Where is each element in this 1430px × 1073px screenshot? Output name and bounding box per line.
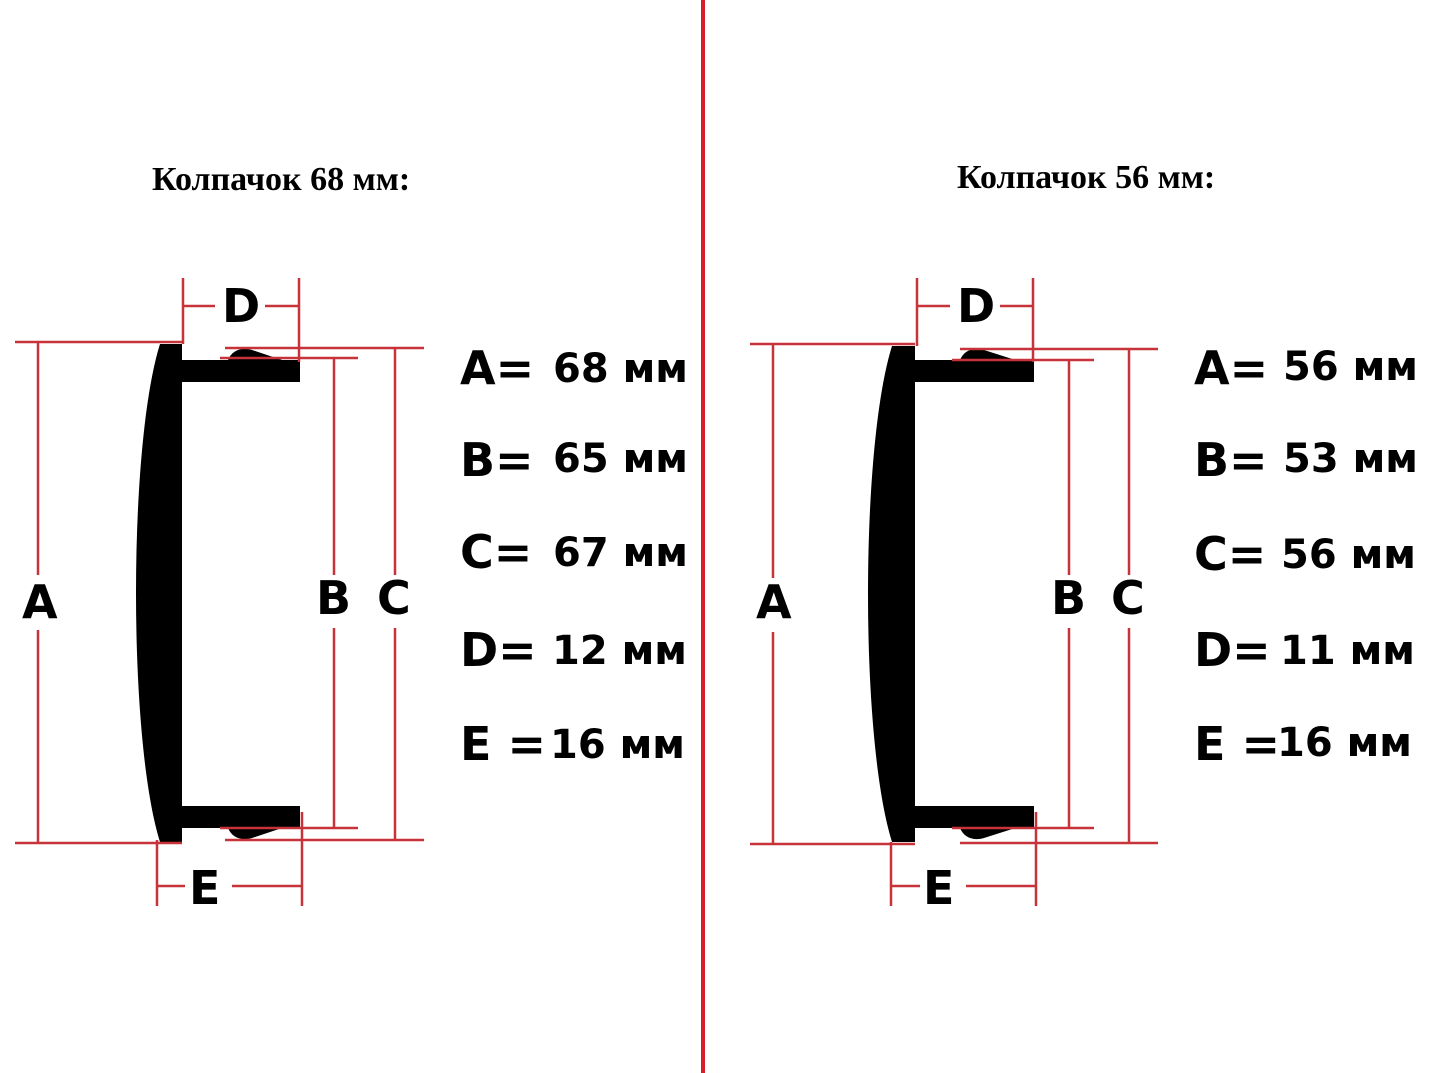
cap-56-spec-key: B= [1194, 433, 1268, 487]
cap-56-spec-value: 16 мм [1277, 720, 1412, 766]
cap-68-spec-value: 16 мм [550, 722, 685, 768]
cap-56-spec-key: E = [1194, 717, 1280, 771]
cap-56-spec-list: A= 56 мм B= 53 мм C= 56 мм D= 11 мм E = … [1194, 341, 1418, 771]
cap-68-panel: Колпачок 68 мм: [15, 161, 688, 915]
cap-68-bottom-clip [228, 814, 300, 840]
cap-56-spec-value: 56 мм [1283, 344, 1418, 390]
cap-56-label-e: E [923, 861, 954, 915]
cap-68-spec-value: 65 мм [553, 436, 688, 482]
cap-68-spec-key: C= [460, 525, 532, 579]
cap-56-label-a: A [756, 575, 792, 629]
cap-68-spec-key: A= [460, 341, 534, 395]
cap-56-panel: Колпачок 56 мм: [750, 159, 1418, 915]
cap-68-dimension-lines [15, 278, 424, 906]
cap-68-top-clip [228, 348, 300, 374]
cap-68-label-a: A [22, 575, 58, 629]
cap-68-profile [136, 344, 300, 842]
cap-68-label-e: E [189, 861, 220, 915]
cap-56-title: Колпачок 56 мм: [957, 159, 1215, 196]
cap-68-face [136, 344, 182, 842]
cap-56-spec-key: A= [1194, 341, 1268, 395]
cap-68-spec-key: E = [460, 717, 546, 771]
cap-68-spec-value: 12 мм [552, 628, 687, 674]
cap-56-dimension-lines [750, 278, 1158, 906]
cap-56-spec-key: D= [1194, 623, 1271, 677]
cap-68-label-c: C [377, 571, 411, 625]
cap-56-label-d: D [957, 279, 995, 333]
cap-56-label-c: C [1111, 571, 1145, 625]
cap-56-top-clip [960, 348, 1034, 374]
cap-68-label-b: B [316, 571, 351, 625]
cap-56-spec-key: C= [1194, 527, 1266, 581]
cap-56-spec-value: 56 мм [1281, 532, 1416, 578]
cap-68-label-d: D [222, 279, 260, 333]
cap-68-spec-value: 67 мм [553, 530, 688, 576]
cap-68-title: Колпачок 68 мм: [152, 161, 410, 198]
cap-56-label-b: B [1051, 571, 1086, 625]
cap-56-face [868, 346, 915, 842]
cap-68-spec-list: A= 68 мм B= 65 мм C= 67 мм D= 12 мм E = … [460, 341, 688, 771]
cap-68-spec-key: D= [460, 623, 537, 677]
cap-56-bottom-clip [960, 814, 1034, 840]
cap-68-spec-value: 68 мм [553, 346, 688, 392]
cap-56-spec-value: 53 мм [1283, 436, 1418, 482]
cap-56-profile [868, 346, 1034, 842]
cap-68-spec-key: B= [460, 433, 534, 487]
cap-56-spec-value: 11 мм [1280, 628, 1415, 674]
